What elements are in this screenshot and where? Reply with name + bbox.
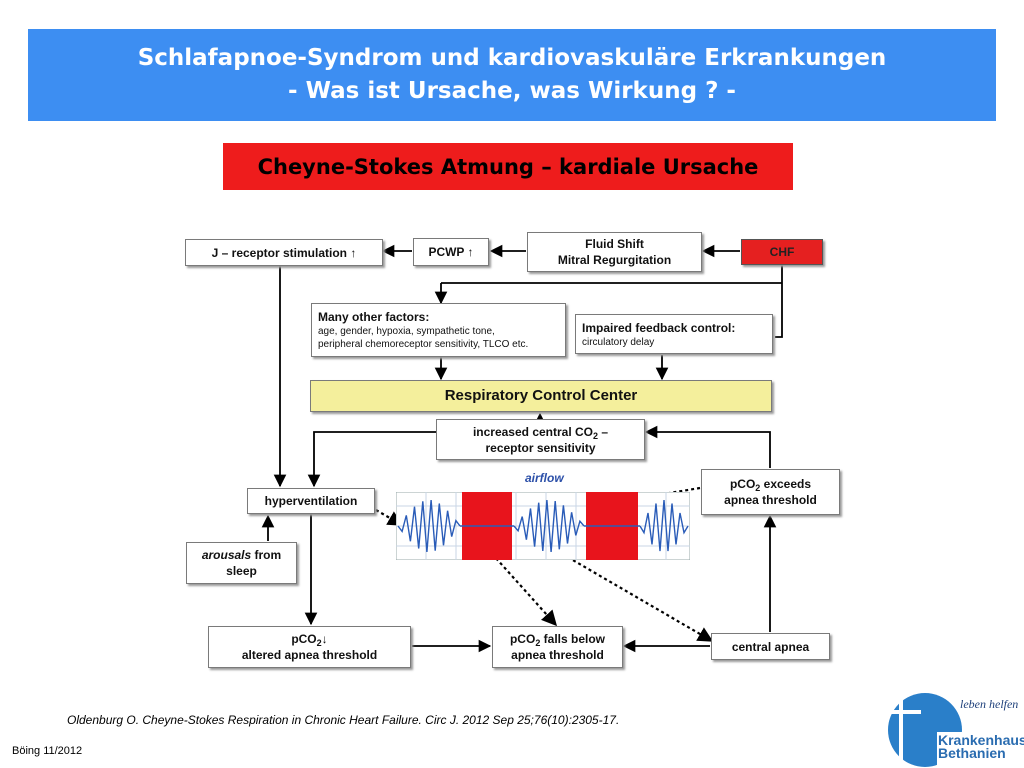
fluid-shift-box: Fluid Shift Mitral Regurgitation [527,232,702,272]
arrow-exceeds-to-co2 [644,425,771,468]
j-receptor-label: J – receptor stimulation ↑ [211,245,357,260]
pco2-falls-line2: apnea threshold [511,648,604,662]
pco2-altered-line2: altered apnea threshold [241,648,378,662]
pcwp-box: PCWP ↑ [413,238,489,266]
arousals-line1: arousals from [201,548,282,562]
hyperventilation-label: hyperventilation [264,494,358,508]
pco2-exceeds-line1: pCO2 exceeds [729,477,812,493]
pco2-exceeds-box: pCO2 exceeds apnea threshold [701,469,840,515]
arousals-line2: sleep [226,564,257,578]
pco2-falls-box: pCO2 falls below apnea threshold [492,626,623,668]
page-title: Schlafapnoe-Syndrom und kardiovaskuläre … [137,45,887,71]
footer-author-date: Böing 11/2012 [12,745,83,757]
airflow-label: airflow [525,471,564,485]
many-factors-box: Many other factors: age, gender, hypoxia… [311,303,566,357]
many-factors-line2: peripheral chemoreceptor sensitivity, TL… [318,339,529,350]
airflow-waveform [396,492,690,560]
arousals-box: arousals from sleep [186,542,297,584]
airflow-trace [397,499,689,552]
pco2-exceeds-line2: apnea threshold [724,493,817,507]
citation: Oldenburg O. Cheyne-Stokes Respiration i… [67,713,620,727]
logo-name: Krankenhaus Bethanien [938,732,1024,761]
chf-box: CHF [741,239,823,265]
chf-label: CHF [769,245,795,259]
mitral-label: Mitral Regurgitation [557,253,672,267]
pcwp-label: PCWP ↑ [428,245,474,259]
title-bar: Schlafapnoe-Syndrom und kardiovaskuläre … [28,29,996,121]
co2-receptor-box: increased central CO2 – receptor sensiti… [436,419,645,460]
subtitle-banner: Cheyne-Stokes Atmung – kardiale Ursache [223,143,793,190]
co2-line1: increased central CO2 – [472,424,609,441]
respiratory-control-center: Respiratory Control Center [310,380,772,412]
fluid-shift-label: Fluid Shift [585,237,644,251]
central-apnea-label: central apnea [731,639,810,654]
hospital-logo [887,693,1022,768]
logo-slogan: leben helfen [960,697,1019,711]
hyperventilation-box: hyperventilation [247,488,375,514]
co2-line2: receptor sensitivity [485,440,596,455]
many-factors-line1: age, gender, hypoxia, sympathetic tone, [318,326,495,337]
pco2-altered-box: pCO2↓ altered apnea threshold [208,626,411,668]
j-receptor-box: J – receptor stimulation ↑ [185,239,383,266]
impaired-detail: circulatory delay [582,336,655,348]
line-chf-down [775,265,783,338]
many-factors-title: Many other factors: [318,310,430,324]
impaired-title: Impaired feedback control: [582,320,736,335]
pco2-falls-line1: pCO2 falls below [509,632,606,648]
dotted-wave-to-falls [467,526,558,627]
arrow-co2-to-hyper [307,431,436,488]
page-title-line2: - Was ist Ursache, was Wirkung ? - [288,78,736,104]
rcc-label: Respiratory Control Center [444,387,638,404]
pco2-altered-line1: pCO2↓ [291,632,328,648]
central-apnea-box: central apnea [711,633,830,660]
impaired-feedback-box: Impaired feedback control: circulatory d… [575,314,773,354]
